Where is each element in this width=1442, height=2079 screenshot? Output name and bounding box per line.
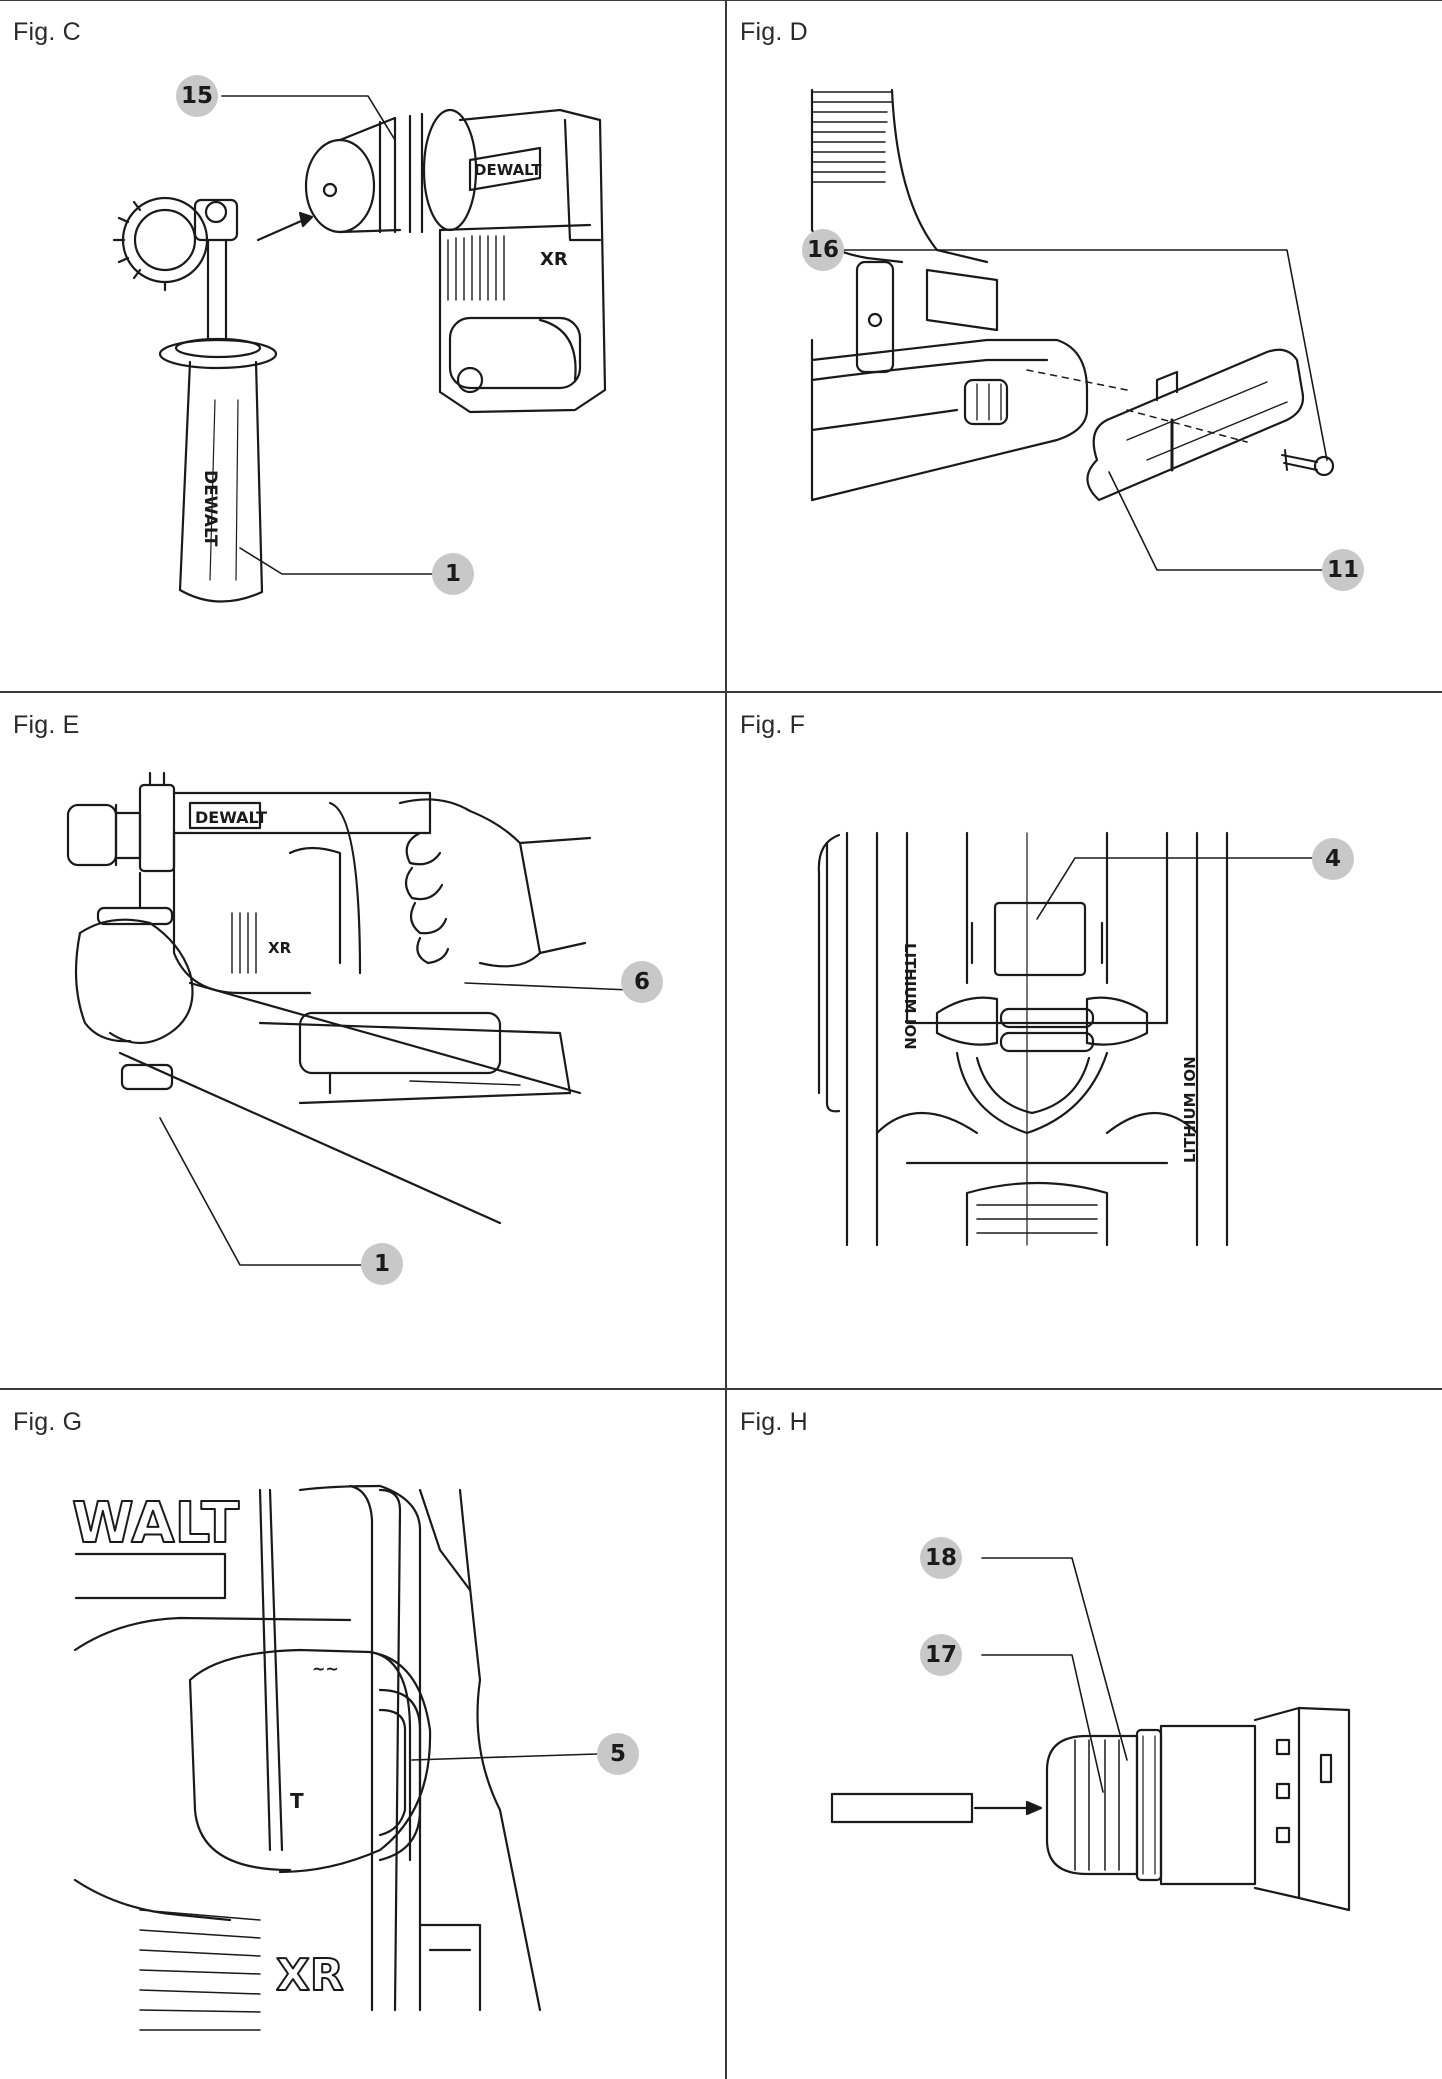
side-handle-clamp-ring <box>112 196 239 342</box>
callout-6: 6 <box>621 961 663 1003</box>
svg-text:XR: XR <box>268 939 292 957</box>
leader-line-1 <box>159 1117 373 1266</box>
svg-text:DEWALT: DEWALT <box>195 808 267 827</box>
figure-c-panel: Fig. C DEWALT DEWALT <box>0 0 725 691</box>
svg-text:DEWALT: DEWALT <box>474 161 542 179</box>
figure-label: Fig. D <box>740 18 808 46</box>
leader-line-17 <box>981 1654 1104 1793</box>
callout-16: 16 <box>802 229 844 271</box>
figure-c-illustration: DEWALT DEWALT XR <box>112 95 607 603</box>
figure-label: Fig. F <box>740 711 806 739</box>
figure-g-panel: Fig. G WALT ~~ T XR 5 <box>0 1390 725 2079</box>
grid-vertical-divider <box>725 0 727 2079</box>
rear-hand <box>398 798 592 968</box>
leader-line-6 <box>464 982 631 991</box>
leader-line-4 <box>1036 857 1323 920</box>
callout-18: 18 <box>920 1537 962 1579</box>
screw <box>1281 449 1335 477</box>
leader-line-11 <box>1108 471 1323 571</box>
leader-line-18 <box>981 1557 1128 1761</box>
svg-text:~~: ~~ <box>312 1659 339 1678</box>
figure-f-panel: Fig. F LITHIUM ION LITHIUM ION 4 <box>727 693 1442 1388</box>
figure-g-illustration: WALT ~~ T XR <box>71 1484 598 2031</box>
leader-line-1 <box>239 547 433 575</box>
mode-selector-housing <box>188 1648 432 1874</box>
svg-text:T: T <box>290 1789 304 1813</box>
svg-text:XR: XR <box>276 1950 344 2001</box>
figure-e-panel: Fig. E DEWALT XR <box>0 693 725 1388</box>
figure-f-illustration: LITHIUM ION LITHIUM ION <box>817 831 1323 1247</box>
figure-label: Fig. E <box>13 711 80 739</box>
figure-label: Fig. G <box>13 1408 83 1436</box>
callout-17: 17 <box>920 1634 962 1676</box>
figure-h-panel: Fig. H 18 17 <box>727 1390 1442 2079</box>
chuck-assembly <box>1045 1706 1351 1912</box>
figure-e-illustration: DEWALT XR <box>66 771 631 1266</box>
grid-horizontal-2 <box>0 1388 1442 1390</box>
svg-text:XR: XR <box>540 249 568 270</box>
figure-label: Fig. C <box>13 18 81 46</box>
callout-1: 1 <box>361 1243 403 1285</box>
belt-clip <box>1086 348 1305 502</box>
svg-text:DEWALT: DEWALT <box>200 470 220 547</box>
drill-body: DEWALT XR <box>438 108 607 414</box>
callout-15: 15 <box>176 75 218 117</box>
drill-bit <box>830 1792 974 1824</box>
leader-line-16 <box>843 249 1328 461</box>
callout-4: 4 <box>1312 838 1354 880</box>
lithium-ion-left: LITHIUM ION <box>901 943 919 1050</box>
figure-label: Fig. H <box>740 1408 808 1436</box>
leader-line-5 <box>411 1753 598 1761</box>
figure-h-illustration <box>830 1557 1351 1912</box>
callout-1: 1 <box>432 553 474 595</box>
callout-5: 5 <box>597 1733 639 1775</box>
callout-11: 11 <box>1322 549 1364 591</box>
leader-line-15 <box>221 95 396 141</box>
drill-base <box>810 88 1089 502</box>
drill-top-view <box>817 831 1229 1247</box>
grid-horizontal-top <box>0 0 1442 1</box>
front-hand <box>74 871 582 1225</box>
drill-side-view: DEWALT XR <box>66 771 572 1105</box>
lithium-ion-right: LITHIUM ION <box>1181 1056 1199 1163</box>
figure-d-illustration <box>810 88 1335 571</box>
drill-chuck <box>304 108 478 234</box>
brand-partial: WALT <box>72 1491 239 1556</box>
grid-horizontal-1 <box>0 691 1442 693</box>
figure-d-panel: Fig. D 1 <box>727 0 1442 691</box>
